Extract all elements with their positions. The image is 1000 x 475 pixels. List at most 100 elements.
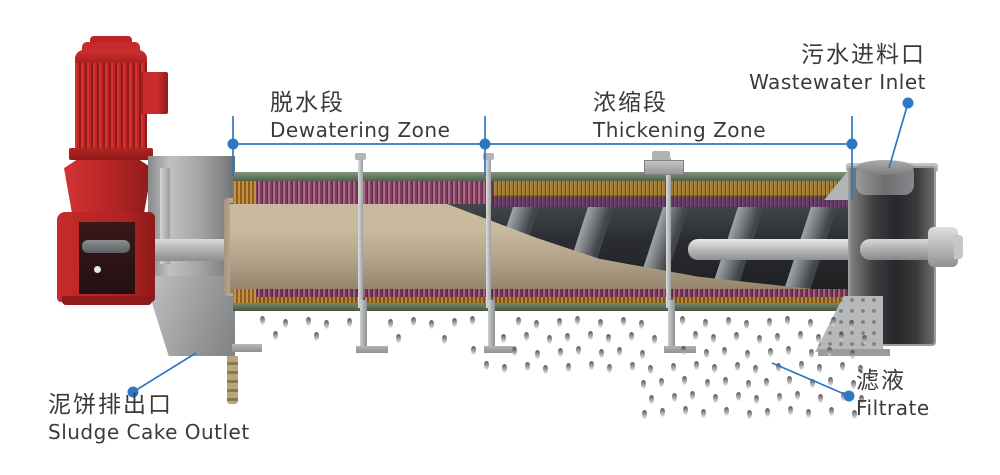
filtrate-drop <box>452 318 457 327</box>
label-sludge-cake-outlet: 泥饼排出口 Sludge Cake Outlet <box>48 392 250 443</box>
filtrate-drop <box>744 320 749 329</box>
filtrate-drop <box>858 365 863 374</box>
filtrate-drop <box>712 364 717 373</box>
filtrate-drop <box>841 392 846 401</box>
tie-rod <box>486 158 491 308</box>
filtrate-drop <box>862 335 867 344</box>
label-thickening-zone: 浓缩段 Thickening Zone <box>593 90 766 141</box>
filtrate-drop <box>484 361 489 370</box>
drum-clamp-upper <box>652 151 670 161</box>
support-leg <box>360 300 367 348</box>
filtrate-drop <box>588 331 593 340</box>
filtrate-drop <box>795 391 800 400</box>
label-filtrate: 滤液 Filtrate <box>856 368 930 419</box>
filtrate-drop <box>839 332 844 341</box>
frame-end-plate-detail <box>160 168 170 264</box>
filtrate-drop <box>798 331 803 340</box>
filtrate-drop <box>629 332 634 341</box>
motor-junction-box <box>141 72 168 114</box>
filtrate-drop <box>754 395 759 404</box>
filtrate-drop <box>598 319 603 328</box>
label-filtrate-zh: 滤液 <box>856 368 906 394</box>
filtrate-drop <box>827 347 832 356</box>
filtrate-drop <box>768 348 773 357</box>
motor-cap <box>82 42 140 52</box>
tie-rod <box>666 158 671 308</box>
filtrate-drop <box>347 318 352 327</box>
filtrate-drop <box>525 362 530 371</box>
filtrate-drop <box>680 316 685 325</box>
filtrate-drop <box>639 320 644 329</box>
motor-top-band <box>75 50 147 63</box>
filtrate-drop <box>535 350 540 359</box>
end-bearing <box>928 227 958 267</box>
filtrate-drop <box>703 319 708 328</box>
support-leg <box>488 300 495 348</box>
filtrate-drop <box>736 392 741 401</box>
filtrate-drop <box>831 317 836 326</box>
filtrate-drop <box>785 316 790 325</box>
filtrate-drop <box>723 377 728 386</box>
screen-top-edge <box>233 172 849 182</box>
tie-rod <box>358 158 363 308</box>
filtrate-drop <box>713 394 718 403</box>
support-leg-foot <box>356 346 388 353</box>
chute-foot <box>232 344 262 352</box>
filtrate-drop <box>671 363 676 372</box>
filtrate-drop <box>442 335 447 344</box>
filtrate-drop <box>314 332 319 341</box>
filtrate-drop <box>642 410 647 419</box>
label-thickening-zone-en: Thickening Zone <box>593 118 766 143</box>
filtrate-drop <box>558 348 563 357</box>
filtrate-drop <box>512 347 517 356</box>
filtrate-drop <box>690 391 695 400</box>
filtrate-drop <box>775 333 780 342</box>
filtrate-drop <box>806 409 811 418</box>
filtrate-drop <box>547 335 552 344</box>
filtrate-drop <box>471 346 476 355</box>
filtrate-drop <box>735 362 740 371</box>
label-dewatering-zone-en: Dewatering Zone <box>270 118 451 143</box>
tie-rod-cap <box>483 153 494 160</box>
filtrate-drop <box>694 361 699 370</box>
filtrate-drop <box>557 318 562 327</box>
filtrate-drop <box>682 376 687 385</box>
label-wastewater-inlet: 污水进料口 Wastewater Inlet <box>700 42 926 93</box>
filtrate-drop <box>734 332 739 341</box>
filtrate-drop <box>565 333 570 342</box>
filtrate-drop <box>705 379 710 388</box>
label-sludge-cake-outlet-en: Sludge Cake Outlet <box>48 420 250 445</box>
filtrate-drop <box>543 365 548 374</box>
filtrate-drop <box>283 319 288 328</box>
filtrate-drop <box>850 350 855 359</box>
screen-bottom-edge <box>233 303 849 311</box>
filtrate-drop <box>757 335 762 344</box>
filtrate-drop <box>306 317 311 326</box>
filtrate-drop <box>683 406 688 415</box>
label-filtrate-en: Filtrate <box>856 396 930 421</box>
filtrate-drop <box>787 376 792 385</box>
filtrate-drop <box>816 334 821 343</box>
filter-rings-top-thickening <box>493 181 849 207</box>
filtrate-drop <box>606 334 611 343</box>
filtrate-drop <box>829 407 834 416</box>
filtrate-drop <box>324 320 329 329</box>
drive-shaft <box>150 239 234 261</box>
drum-clamp <box>644 160 684 175</box>
filtrate-drop <box>753 365 758 374</box>
label-thickening-zone-zh: 浓缩段 <box>593 90 668 116</box>
filtrate-drop <box>617 347 622 356</box>
end-ring-gold-bottom <box>234 289 256 304</box>
filtrate-drop <box>693 331 698 340</box>
filtrate-drop <box>630 362 635 371</box>
filtrate-drop <box>429 320 434 329</box>
label-dewatering-zone: 脱水段 Dewatering Zone <box>270 90 450 141</box>
filtrate-drop <box>849 320 854 329</box>
filtrate-drop <box>776 363 781 372</box>
filtrate-drop <box>840 362 845 371</box>
support-leg-foot <box>484 346 516 353</box>
filtrate-drop <box>746 380 751 389</box>
filter-rings-top-dewatering <box>233 181 493 204</box>
support-leg <box>668 300 675 348</box>
